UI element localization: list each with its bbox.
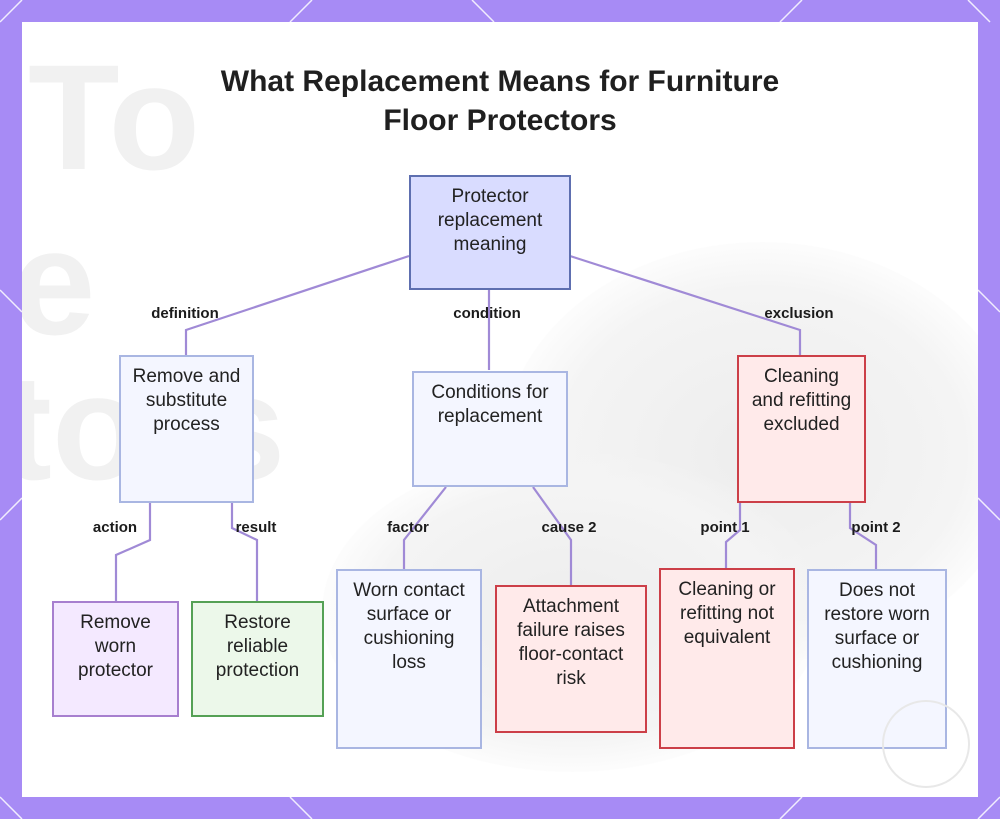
edge-result: [230, 503, 259, 601]
edge-root-definition: [184, 254, 410, 355]
node-cleaning-refitting-excluded: Cleaning and refitting excluded: [737, 355, 866, 503]
edge-action: [114, 503, 152, 601]
edge-point1: [724, 503, 742, 568]
node-label: Remove and substitute process: [132, 366, 241, 435]
title-line-1: What Replacement Means for Furniture: [220, 65, 780, 98]
node-label: Attachment failure raises floor-contact …: [517, 596, 625, 689]
background-text-1: To: [28, 33, 201, 201]
edge-label-action: action: [92, 519, 138, 536]
node-label: Cleaning or refitting not equivalent: [678, 579, 776, 648]
node-label: Remove worn protector: [78, 612, 153, 681]
node-remove-worn-protector: Remove worn protector: [52, 601, 179, 717]
watermark-logo-icon: [882, 700, 970, 788]
node-remove-substitute-process: Remove and substitute process: [119, 355, 254, 503]
node-label: Worn contact surface or cushioning loss: [353, 580, 465, 673]
node-protector-replacement-meaning: Protector replacement meaning: [409, 175, 571, 290]
edge-label-point1: point 1: [700, 519, 750, 536]
node-restore-reliable-protection: Restore reliable protection: [191, 601, 324, 717]
diagram-title: What Replacement Means for Furniture Flo…: [0, 62, 1000, 140]
edge-label-exclusion: exclusion: [764, 305, 834, 322]
title-line-2: Floor Protectors: [383, 104, 617, 137]
node-label: Restore reliable protection: [215, 612, 300, 681]
node-does-not-restore: Does not restore worn surface or cushion…: [807, 569, 947, 749]
edge-factor: [402, 486, 447, 569]
edge-label-factor: factor: [387, 519, 429, 536]
edge-label-condition: condition: [453, 305, 521, 322]
node-label: Protector replacement meaning: [437, 186, 543, 255]
edge-label-point2: point 2: [851, 519, 901, 536]
node-cleaning-not-equivalent: Cleaning or refitting not equivalent: [659, 568, 795, 749]
edge-root-exclusion: [569, 254, 802, 355]
edge-label-definition: definition: [151, 305, 219, 322]
background-text-2: e: [22, 198, 96, 366]
edge-point2: [848, 503, 878, 569]
node-label: Conditions for replacement: [431, 382, 549, 427]
edge-label-result: result: [235, 519, 277, 536]
node-conditions-for-replacement: Conditions for replacement: [412, 371, 568, 487]
node-attachment-failure: Attachment failure raises floor-contact …: [495, 585, 647, 733]
edge-label-cause2: cause 2: [541, 519, 597, 536]
node-label: Cleaning and refitting excluded: [751, 366, 852, 435]
edge-cause2: [532, 486, 573, 585]
node-worn-contact-surface: Worn contact surface or cushioning loss: [336, 569, 482, 749]
node-label: Does not restore worn surface or cushion…: [824, 580, 930, 673]
